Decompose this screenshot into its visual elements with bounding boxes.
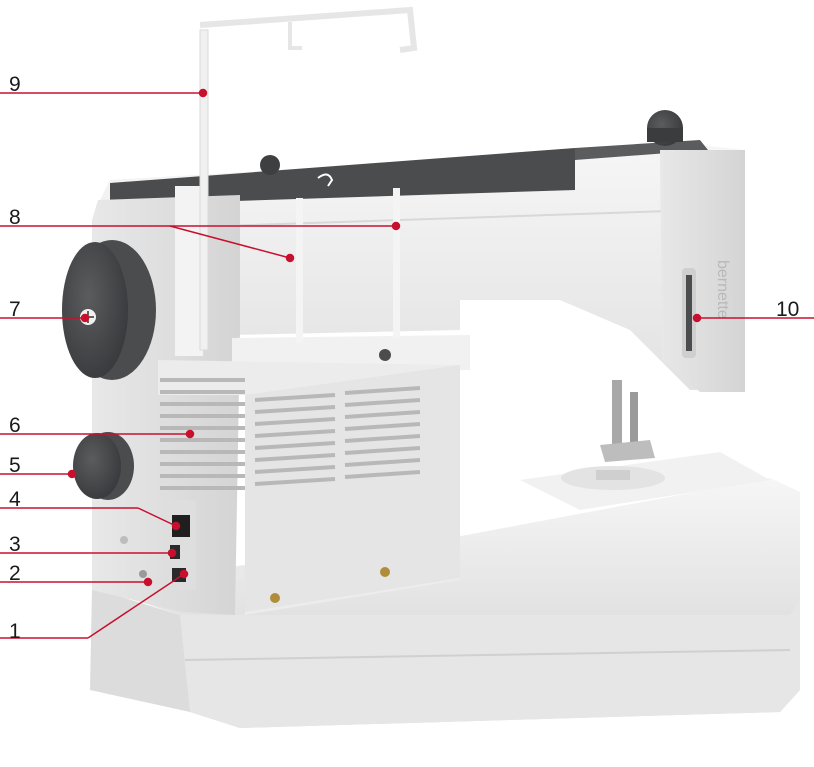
- leader-lines: [0, 88, 814, 639]
- callout-10: 10: [776, 298, 800, 321]
- leader-dot-10: [692, 313, 702, 323]
- leader-line-1-diag: [87, 573, 185, 639]
- callout-2: 2: [9, 562, 21, 585]
- handwheel: [62, 240, 156, 380]
- power-switch: [172, 515, 190, 537]
- callout-4: 4: [9, 488, 21, 511]
- leader-dot-4: [171, 521, 181, 531]
- leader-dot-8b: [391, 221, 401, 231]
- telescopic-thread-guide: [199, 6, 418, 351]
- leader-line-4-diag: [137, 507, 177, 527]
- needle-assembly: [600, 380, 655, 462]
- leader-dot-9: [198, 88, 208, 98]
- leader-dot-5: [67, 469, 77, 479]
- callout-1: 1: [9, 620, 21, 643]
- vent-grille: [160, 378, 421, 490]
- small-knob: [139, 570, 147, 578]
- rear-panel: [158, 360, 460, 615]
- callout-6: 6: [9, 414, 21, 437]
- leader-dot-1: [179, 569, 189, 579]
- callout-8: 8: [9, 206, 21, 229]
- needle-plate-area: [520, 452, 770, 510]
- machine-head: bernette: [660, 150, 745, 392]
- secondary-knob: [73, 432, 134, 500]
- leader-dot-8a: [285, 253, 295, 263]
- callout-7: 7: [9, 298, 21, 321]
- brand-logo: bernette: [714, 260, 731, 319]
- leader-dot-2: [143, 577, 153, 587]
- leader-dot-3: [167, 548, 177, 558]
- callout-3: 3: [9, 533, 21, 556]
- callout-5: 5: [9, 454, 21, 477]
- leader-dot-7: [80, 313, 90, 323]
- leader-line-8-a: [169, 225, 291, 259]
- top-cover: [110, 110, 708, 205]
- callout-9: 9: [9, 73, 21, 96]
- leader-dot-6: [185, 429, 195, 439]
